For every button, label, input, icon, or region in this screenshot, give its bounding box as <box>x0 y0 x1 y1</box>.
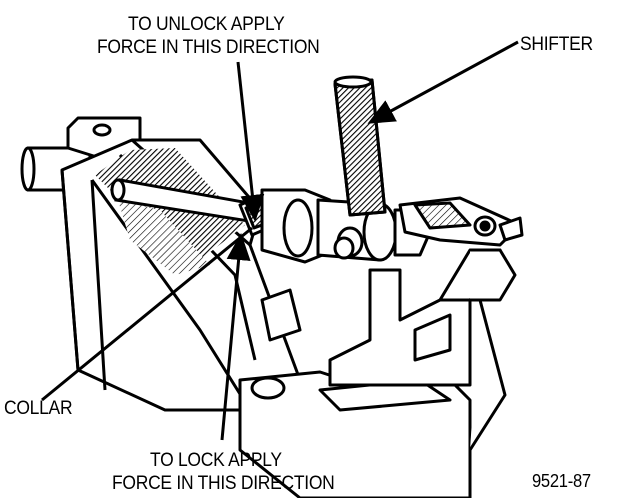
lock-arrow <box>220 233 251 441</box>
collar-leader <box>41 226 253 402</box>
lock-label-line2: FORCE IN THIS DIRECTION <box>112 473 335 494</box>
collar-assembly <box>238 188 432 264</box>
right-support-bracket <box>328 248 517 451</box>
lock-label-line1: TO LOCK APPLY <box>150 450 282 471</box>
leader-lines <box>41 40 519 441</box>
unlock-label-line2: FORCE IN THIS DIRECTION <box>97 37 320 58</box>
shifter-linkage <box>398 196 524 247</box>
figure-id: 9521-87 <box>532 471 591 491</box>
unlock-arrow <box>236 61 265 222</box>
shifter-lever <box>333 75 387 217</box>
shifter-label: SHIFTER <box>520 34 593 55</box>
collar-label: COLLAR <box>4 398 73 419</box>
shifter-arrow <box>367 40 519 124</box>
unlock-label-line1: TO UNLOCK APPLY <box>128 14 285 35</box>
